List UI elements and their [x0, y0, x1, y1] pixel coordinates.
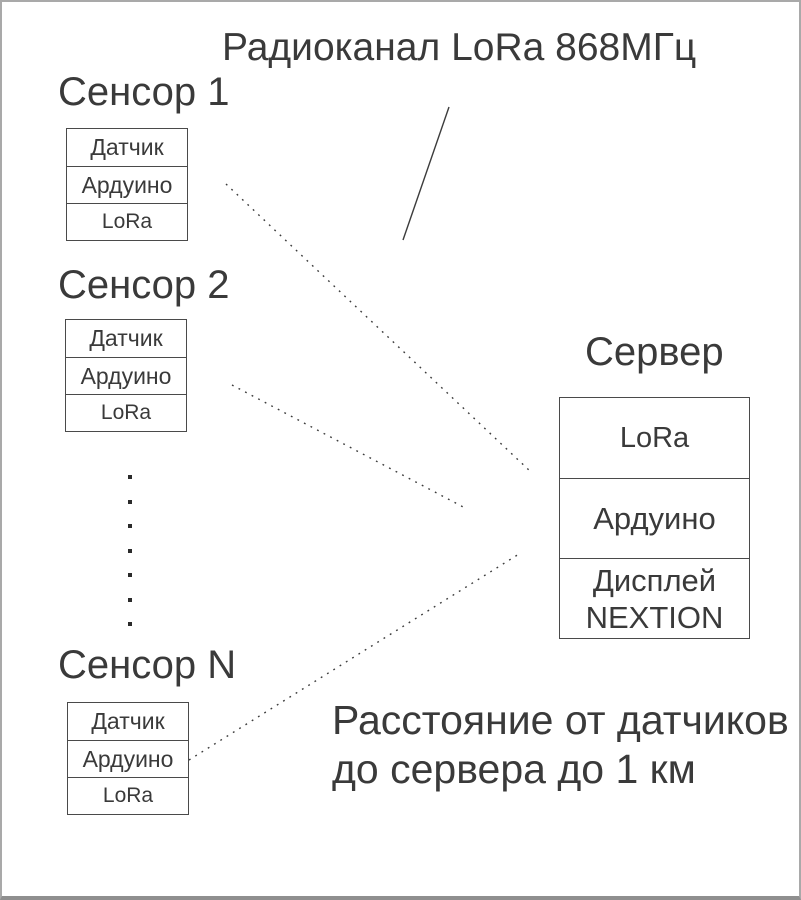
- distance-note: Расстояние от датчиков до сервера до 1 к…: [332, 696, 789, 794]
- sensor-1-label: Сенсор 1: [58, 70, 230, 114]
- sensor-2-layer-lora: LoRa: [66, 394, 186, 431]
- sensor-1-layer-datchik: Датчик: [67, 129, 187, 166]
- title-pointer-line: [402, 106, 450, 241]
- sensor-n-label: Сенсор N: [58, 643, 237, 687]
- sensor-n-stack: Датчик Ардуино LoRa: [67, 702, 189, 815]
- sensor-1-layer-arduino: Ардуино: [67, 166, 187, 203]
- sensor-1-stack: Датчик Ардуино LoRa: [66, 128, 188, 241]
- sensor-n-layer-arduino: Ардуино: [68, 740, 188, 777]
- diagram-title: Радиоканал LoRa 868МГц: [222, 26, 697, 69]
- server-layer-lora: LoRa: [560, 398, 749, 478]
- distance-note-line1: Расстояние от датчиков: [332, 697, 789, 743]
- server-stack: LoRa Ардуино Дисплей NEXTION: [559, 397, 750, 639]
- sensor-n-layer-lora: LoRa: [68, 777, 188, 814]
- sensor-1-layer-lora: LoRa: [67, 203, 187, 240]
- server-layer-arduino: Ардуино: [560, 478, 749, 558]
- server-label: Сервер: [585, 330, 724, 374]
- link-sensor1-to-server: [225, 183, 532, 473]
- sensor-n-layer-datchik: Датчик: [68, 703, 188, 740]
- link-sensor2-to-server: [231, 384, 468, 510]
- server-layer-nextion-display: Дисплей NEXTION: [560, 558, 749, 638]
- more-sensors-ellipsis: [128, 475, 132, 626]
- distance-note-line2: до сервера до 1 км: [332, 746, 696, 792]
- sensor-2-stack: Датчик Ардуино LoRa: [65, 319, 187, 432]
- sensor-2-layer-datchik: Датчик: [66, 320, 186, 357]
- sensor-2-label: Сенсор 2: [58, 263, 230, 307]
- sensor-2-layer-arduino: Ардуино: [66, 357, 186, 394]
